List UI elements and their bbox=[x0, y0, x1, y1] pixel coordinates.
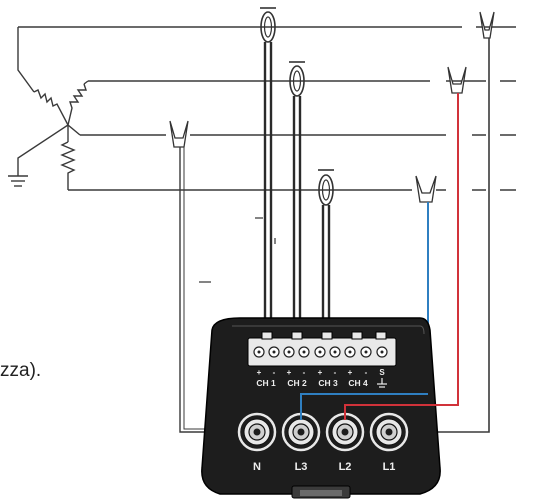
star-wire-right bbox=[83, 80, 89, 85]
bnc-jack-icon bbox=[237, 412, 277, 452]
current-clamp-ch2 bbox=[289, 61, 305, 330]
bnc-jack-icon bbox=[325, 412, 365, 452]
ch1-label: CH 1 bbox=[256, 378, 276, 388]
jack-label-l1: L1 bbox=[383, 461, 396, 473]
star-wire-bus3 bbox=[67, 124, 81, 136]
ch3-plus: + bbox=[318, 368, 323, 377]
ch1-plus: + bbox=[257, 368, 262, 377]
jack-label-l3: L3 bbox=[295, 461, 308, 473]
current-clamp-icon bbox=[260, 11, 276, 43]
ch3-minus: - bbox=[334, 368, 337, 377]
star-wire-left bbox=[17, 27, 35, 93]
ch4-minus: - bbox=[365, 368, 368, 377]
ch3-label: CH 3 bbox=[318, 378, 338, 388]
jack-label-l2: L2 bbox=[339, 461, 352, 473]
bus-lines bbox=[18, 26, 516, 191]
voltage-clip-icon bbox=[169, 11, 495, 203]
current-clamp-ch3 bbox=[318, 169, 334, 330]
ch2-plus: + bbox=[287, 368, 292, 377]
side-text: zza). bbox=[0, 360, 41, 381]
resistor-icon bbox=[33, 89, 69, 126]
s-label: S bbox=[379, 368, 385, 377]
jack-label-n: N bbox=[253, 461, 261, 473]
current-clamp-icon bbox=[289, 65, 305, 97]
star-source bbox=[17, 27, 89, 190]
ground-icon bbox=[8, 175, 28, 187]
ch4-label: CH 4 bbox=[348, 378, 368, 388]
current-clamp-ch1 bbox=[260, 7, 276, 330]
bnc-jack-icon bbox=[281, 412, 321, 452]
ground-icon bbox=[377, 378, 387, 388]
ch2-label: CH 2 bbox=[287, 378, 307, 388]
ch2-minus: - bbox=[303, 368, 306, 377]
resistor-icon bbox=[67, 83, 87, 126]
ch4-plus: + bbox=[348, 368, 353, 377]
ch1-minus: - bbox=[273, 368, 276, 377]
meter-device: + - + - + - + - S CH 1 CH 2 CH 3 CH 4 bbox=[201, 317, 441, 499]
bnc-jack-icon bbox=[369, 412, 409, 452]
resistor-icon bbox=[60, 141, 76, 190]
cable-marks bbox=[199, 217, 276, 283]
current-clamp-icon bbox=[318, 174, 334, 206]
ground-wire bbox=[17, 124, 69, 176]
